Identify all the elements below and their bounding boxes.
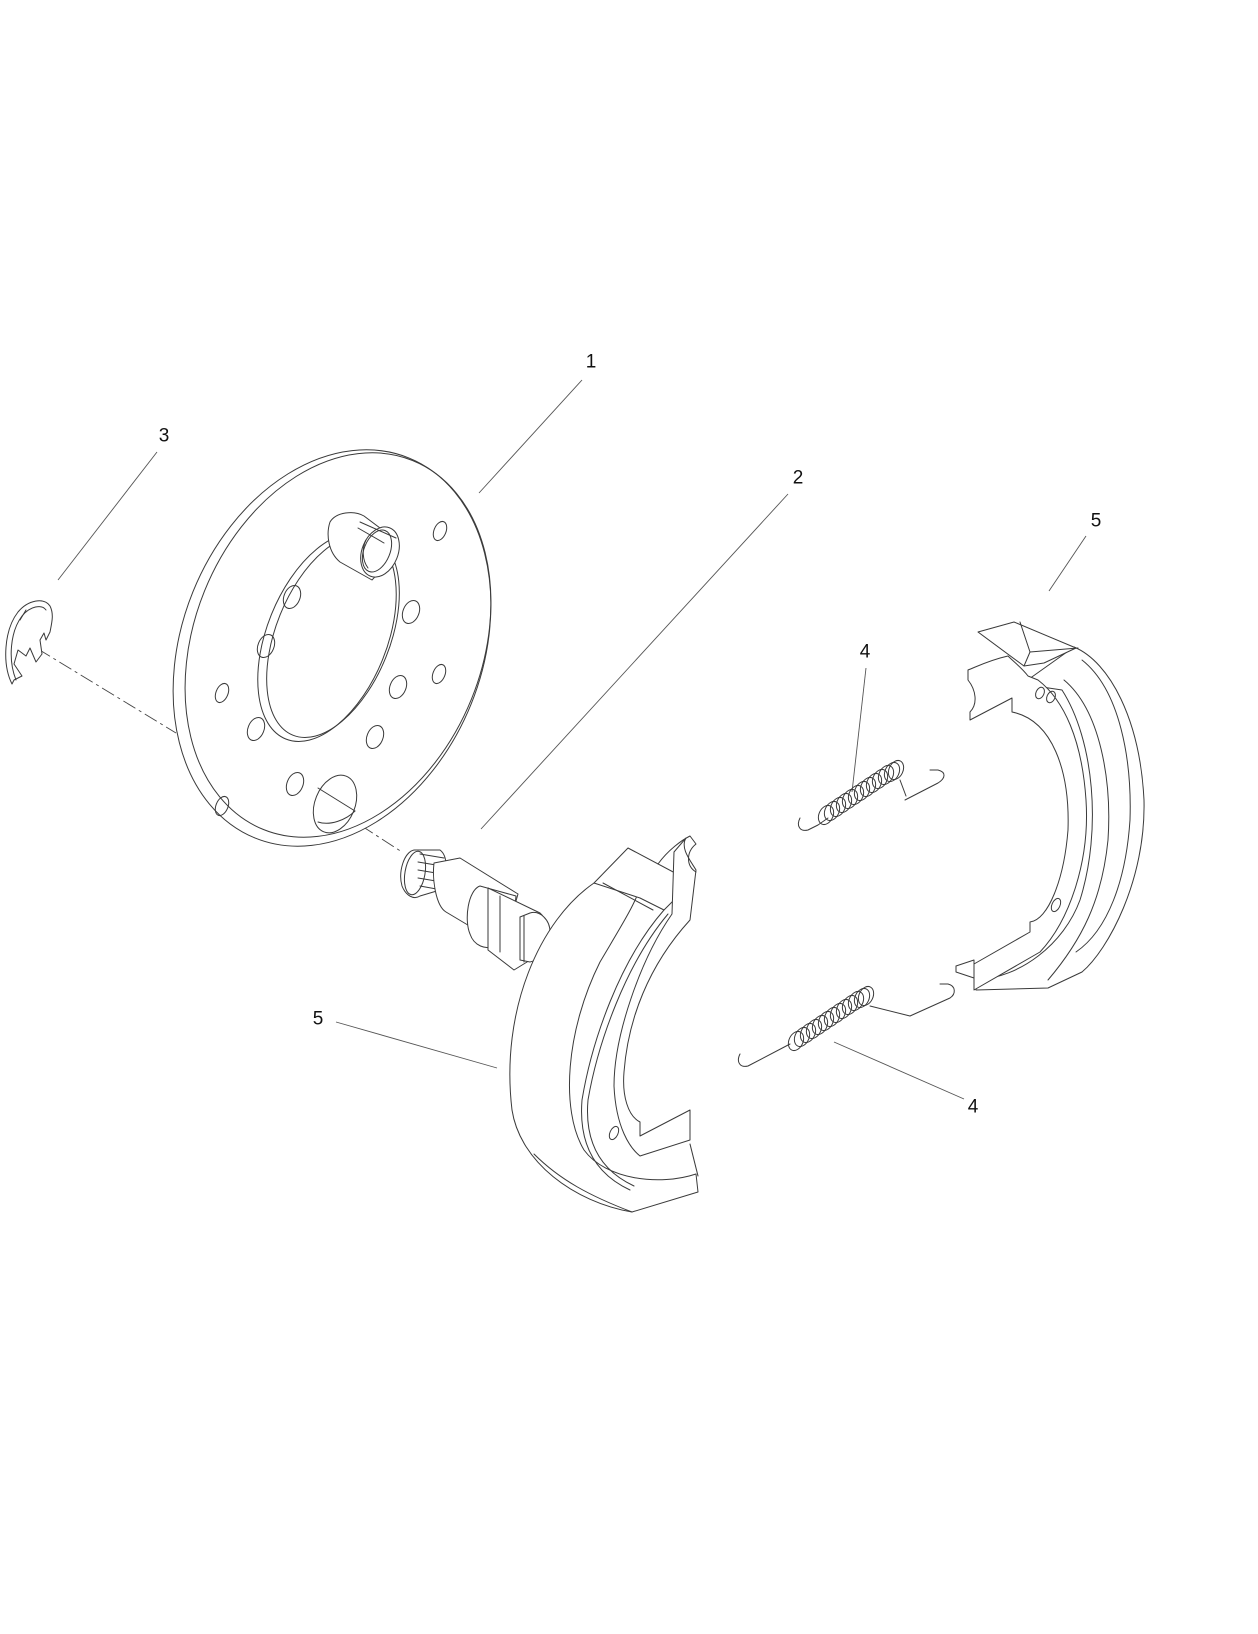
callout-4-spring-upper: 4 <box>859 641 871 663</box>
e-clip <box>5 600 53 685</box>
callout-5-shoe-right: 5 <box>1090 510 1102 532</box>
return-spring-lower <box>737 983 955 1067</box>
backing-plate <box>172 449 492 847</box>
cam-shaft <box>400 849 551 971</box>
bolt-holes <box>214 520 448 817</box>
callout-4-spring-lower: 4 <box>967 1096 979 1118</box>
return-spring-upper <box>797 759 945 831</box>
callout-3-e-clip: 3 <box>158 425 170 447</box>
callout-2-cam-shaft: 2 <box>792 467 804 489</box>
brake-shoe-right <box>955 621 1145 991</box>
brake-shoe-left <box>509 835 699 1213</box>
callout-5-shoe-left: 5 <box>312 1008 324 1030</box>
callout-1-backing-plate: 1 <box>585 351 597 373</box>
anchor-pin <box>327 512 400 581</box>
leader-lines <box>57 379 1087 1100</box>
